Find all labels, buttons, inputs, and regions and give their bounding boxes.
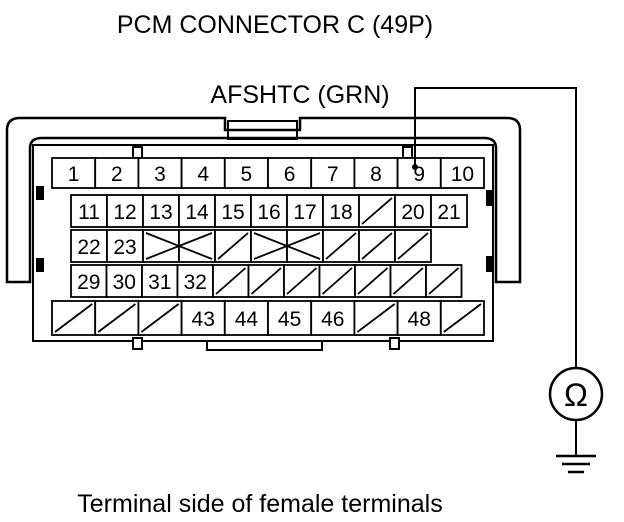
blank-cavity-slash [215, 267, 247, 295]
terminal-number: 45 [278, 308, 301, 331]
terminal-cavity-7 [310, 157, 356, 189]
blank-cavity [250, 229, 288, 263]
terminal-number: 12 [113, 201, 136, 224]
terminal-cavity-2 [94, 157, 140, 189]
terminal-number: 31 [148, 271, 171, 294]
terminal-cavity-45 [267, 300, 313, 336]
blank-cavity-slash [357, 267, 389, 295]
terminal-cavity-21 [430, 194, 468, 228]
terminal-cavity-30 [105, 264, 143, 298]
terminal-number: 17 [293, 201, 316, 224]
terminal-number: 9 [413, 163, 425, 186]
blank-cavity-slash [361, 232, 393, 260]
terminal-number: 8 [370, 163, 382, 186]
terminal-number: 5 [241, 163, 253, 186]
bottom-pin-left [132, 337, 143, 350]
terminal-number: 13 [149, 201, 172, 224]
blank-cavity-cross [145, 232, 213, 260]
terminal-cavity-48 [396, 300, 442, 336]
terminal-number: 29 [77, 271, 100, 294]
probe-point [412, 164, 418, 170]
terminal-cavity-43 [180, 300, 226, 336]
terminal-cavity-18 [322, 194, 360, 228]
terminal-number: 14 [185, 201, 209, 224]
terminal-cavity-12 [106, 194, 144, 228]
blank-cavity-slash [54, 303, 93, 333]
blank-cavity-slash [286, 267, 318, 295]
blank-cavity-slash [356, 303, 396, 333]
blank-cavity-cross [253, 232, 321, 260]
top-latch [227, 120, 298, 140]
terminal-number: 23 [113, 236, 136, 259]
terminal-number: 1 [68, 163, 80, 186]
terminal-number: 7 [327, 163, 339, 186]
terminal-number: 15 [221, 201, 244, 224]
terminal-cavity-9 [396, 157, 442, 189]
terminal-number: 18 [329, 201, 352, 224]
blank-cavity-slash [443, 303, 482, 333]
blank-cavity-slash [397, 232, 429, 260]
top-pin-left [132, 146, 143, 159]
terminal-number: 10 [451, 163, 474, 186]
blank-cavity-slash [428, 267, 460, 295]
terminal-cavity-10 [439, 157, 485, 189]
left-lock-tab-lower [36, 258, 44, 272]
blank-cavity [286, 229, 324, 263]
right-lock-tab-lower [486, 256, 494, 272]
terminal-number: 48 [408, 308, 431, 331]
terminal-cavity-11 [70, 194, 108, 228]
blank-cavity-slash [97, 303, 136, 333]
terminal-cavity-8 [353, 157, 399, 189]
terminal-cavity-22 [70, 229, 108, 263]
terminal-cavity-29 [70, 264, 108, 298]
terminal-cavity-31 [141, 264, 179, 298]
terminal-cavity-32 [176, 264, 214, 298]
terminal-number: 3 [154, 163, 166, 186]
blank-cavity-slash [140, 303, 180, 333]
terminal-number: 6 [284, 163, 296, 186]
terminal-number: 46 [321, 308, 344, 331]
bottom-pin-right [389, 337, 400, 350]
terminal-number: 32 [184, 271, 207, 294]
terminal-cavity-3 [137, 157, 183, 189]
terminal-number: 44 [235, 308, 259, 331]
diagram-title: PCM CONNECTOR C (49P) [117, 11, 433, 39]
terminal-number: 21 [437, 201, 460, 224]
ground-icon [556, 454, 596, 474]
terminal-number: 11 [78, 201, 100, 224]
terminal-cavity-13 [142, 194, 180, 228]
caption: Terminal side of female terminals [77, 490, 442, 518]
terminal-number: 43 [192, 308, 215, 331]
meter-lead-wire [414, 87, 577, 368]
blank-cavity-slash [321, 267, 353, 295]
ohm-symbol: Ω [564, 377, 588, 413]
top-pin-right [402, 146, 413, 159]
terminal-cavity-23 [106, 229, 144, 263]
blank-cavity-slash [325, 232, 357, 260]
left-lock-tab-upper [36, 186, 44, 200]
terminal-number: 30 [113, 271, 136, 294]
blank-cavity-slash [361, 197, 393, 225]
bottom-tab [206, 341, 323, 351]
wire-label: AFSHTC (GRN) [210, 81, 389, 109]
terminal-number: 22 [77, 236, 100, 259]
blank-cavity-slash [217, 232, 249, 260]
connector-housing [5, 116, 522, 284]
terminal-number: 2 [111, 163, 123, 186]
connector-body [32, 144, 494, 342]
right-lock-tab-upper [486, 190, 494, 206]
terminal-cavity-1 [51, 157, 97, 189]
terminal-number: 16 [257, 201, 280, 224]
terminal-number: 4 [197, 163, 209, 186]
terminal-number: 20 [401, 201, 424, 224]
blank-cavity-slash [250, 267, 282, 295]
ohmmeter-icon: Ω [548, 366, 604, 422]
terminal-cavity-46 [310, 300, 356, 336]
blank-cavity-slash [392, 267, 424, 295]
